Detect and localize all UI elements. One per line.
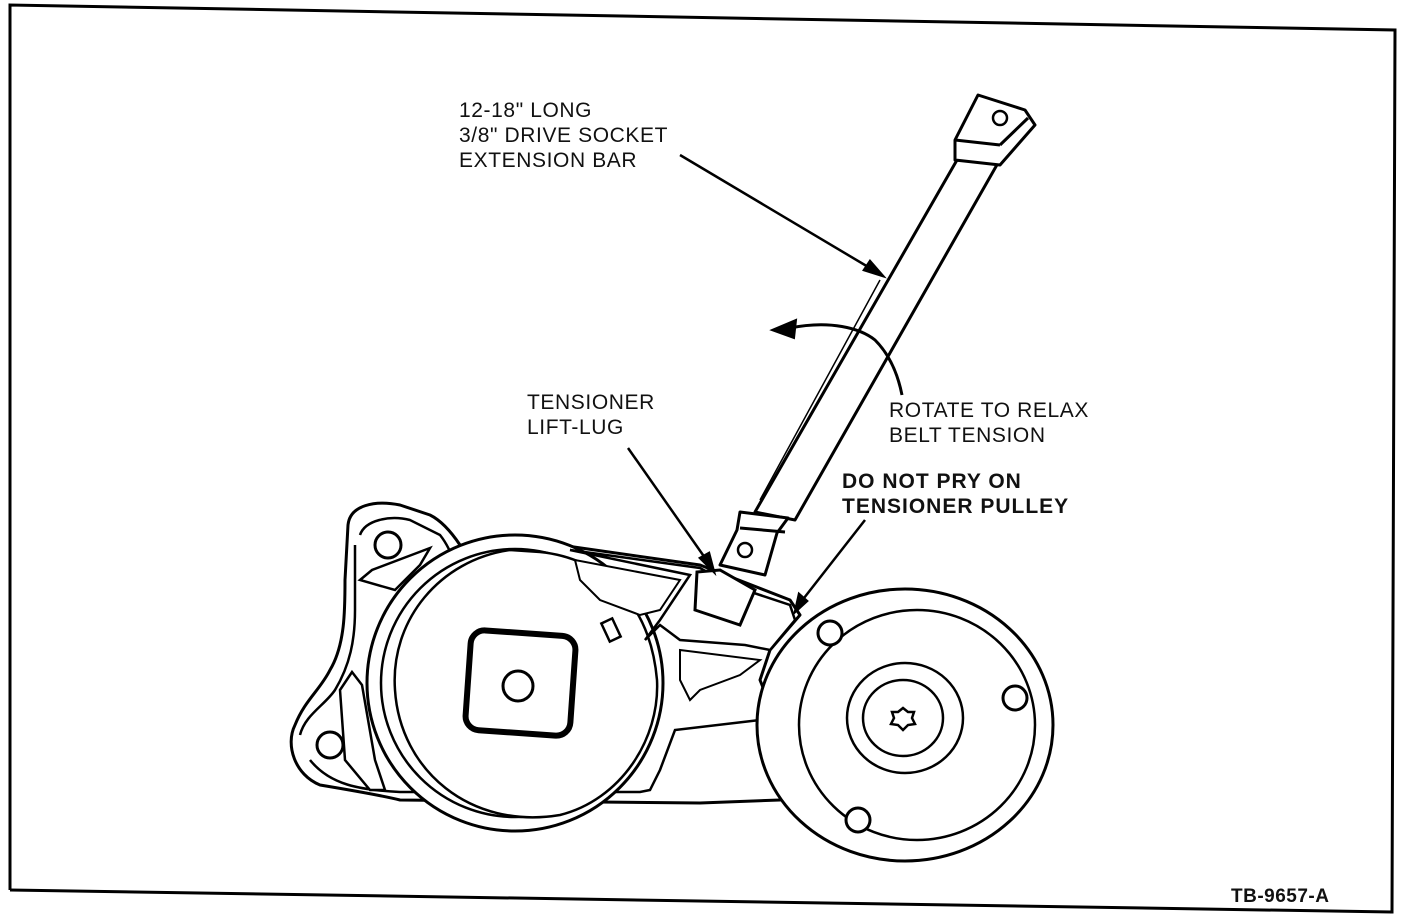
extension-bar-label-line: 3/8" DRIVE SOCKET <box>459 124 669 147</box>
pulley-hole-right <box>1001 684 1029 712</box>
diagram-border-bottom <box>9 888 1393 914</box>
extension-bar-label: 12-18" LONG 3/8" DRIVE SOCKET EXTENSION … <box>459 98 668 173</box>
pulley-arrowhead <box>792 591 809 616</box>
extension-bar-label-line: EXTENSION BAR <box>459 149 638 172</box>
leader-lines <box>626 153 887 616</box>
housing-gusset-lower <box>338 669 387 792</box>
extension-bar-socket-hole <box>736 541 754 559</box>
warning-label-line: DO NOT PRY ON <box>842 470 1022 493</box>
lift-lug-label-line: LIFT-LUG <box>527 416 624 439</box>
extension-bar-top-hole <box>991 109 1009 127</box>
arm-lower-rib <box>679 648 763 702</box>
pulley-leader <box>796 519 866 608</box>
rotate-label: ROTATE TO RELAX BELT TENSION <box>889 398 1089 448</box>
warning-label: DO NOT PRY ON TENSIONER PULLEY <box>842 469 1069 519</box>
housing-gusset-upper <box>357 545 433 592</box>
rotate-arrow-arc <box>789 323 904 396</box>
drum-notch <box>599 616 623 644</box>
extension-bar-arrowhead <box>862 258 887 279</box>
extension-bar-label-line: 12-18" LONG <box>459 99 593 122</box>
torx-bolt-icon <box>889 706 917 732</box>
arm-cutout <box>573 558 682 617</box>
figure-id: TB-9657-A <box>1231 886 1330 907</box>
extension-bar-highlight <box>759 279 881 501</box>
mounting-hole-upper <box>373 530 403 560</box>
drive-center-bore <box>501 669 535 703</box>
lift-lug-arrowhead <box>697 551 717 577</box>
lift-lug-label-line: TENSIONER <box>527 391 655 414</box>
lift-lug-label: TENSIONER LIFT-LUG <box>527 390 655 440</box>
tensioner-lift-lug <box>693 568 757 627</box>
lift-lug-leader <box>626 447 712 566</box>
extension-bar-leader <box>679 153 881 276</box>
warning-label-line: TENSIONER PULLEY <box>842 495 1070 518</box>
pulley-hole-bottom <box>844 806 872 834</box>
rotate-arrowhead <box>769 318 798 340</box>
rotate-label-line: ROTATE TO RELAX <box>889 399 1089 422</box>
mounting-hole-lower <box>315 730 345 760</box>
rotate-label-line: BELT TENSION <box>889 424 1046 447</box>
pulley-hole-top <box>816 619 844 647</box>
